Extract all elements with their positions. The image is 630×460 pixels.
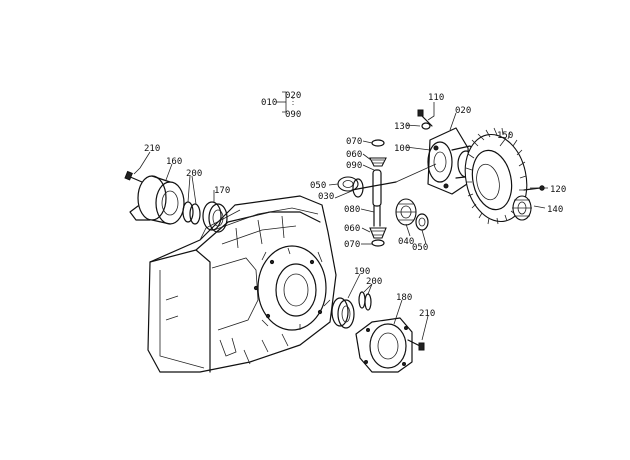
callout-190: 190: [354, 267, 370, 277]
callout-020: 020: [455, 106, 471, 116]
left-side-cover-assembly: [124, 170, 228, 233]
callout-180: 180: [396, 293, 412, 303]
callout-050: 050: [310, 181, 326, 191]
callout-070: 070: [346, 137, 362, 147]
callout-labels: 010 020 090 110 130 020 100 150 070 060 …: [144, 91, 566, 319]
callout-200: 200: [366, 277, 382, 287]
callout-140: 140: [547, 205, 563, 215]
callout-020: 020: [285, 91, 301, 101]
callout-200: 200: [186, 169, 202, 179]
callout-060: 060: [346, 150, 362, 160]
callout-170: 170: [214, 186, 230, 196]
callout-110: 110: [428, 93, 444, 103]
differential-internal-parts: [337, 139, 437, 247]
ring-gear: [464, 127, 528, 225]
callout-050: 050: [412, 243, 428, 253]
callout-040: 040: [398, 237, 414, 247]
right-side-cover-assembly: [331, 291, 425, 373]
callout-090: 090: [346, 161, 362, 171]
callout-120: 120: [550, 185, 566, 195]
callout-090: 090: [285, 110, 301, 120]
callout-060: 060: [344, 224, 360, 234]
reference-bracket: [276, 91, 294, 113]
callout-160: 160: [166, 157, 182, 167]
callout-070: 070: [344, 240, 360, 250]
leader-lines: [133, 102, 548, 341]
transmission-case: [147, 195, 337, 373]
callout-210: 210: [419, 309, 435, 319]
callout-100: 100: [394, 144, 410, 154]
callout-010: 010: [261, 98, 277, 108]
callout-130: 130: [394, 122, 410, 132]
callout-030: 030: [318, 192, 334, 202]
callout-080: 080: [344, 205, 360, 215]
callout-210: 210: [144, 144, 160, 154]
callout-150: 150: [497, 131, 513, 141]
